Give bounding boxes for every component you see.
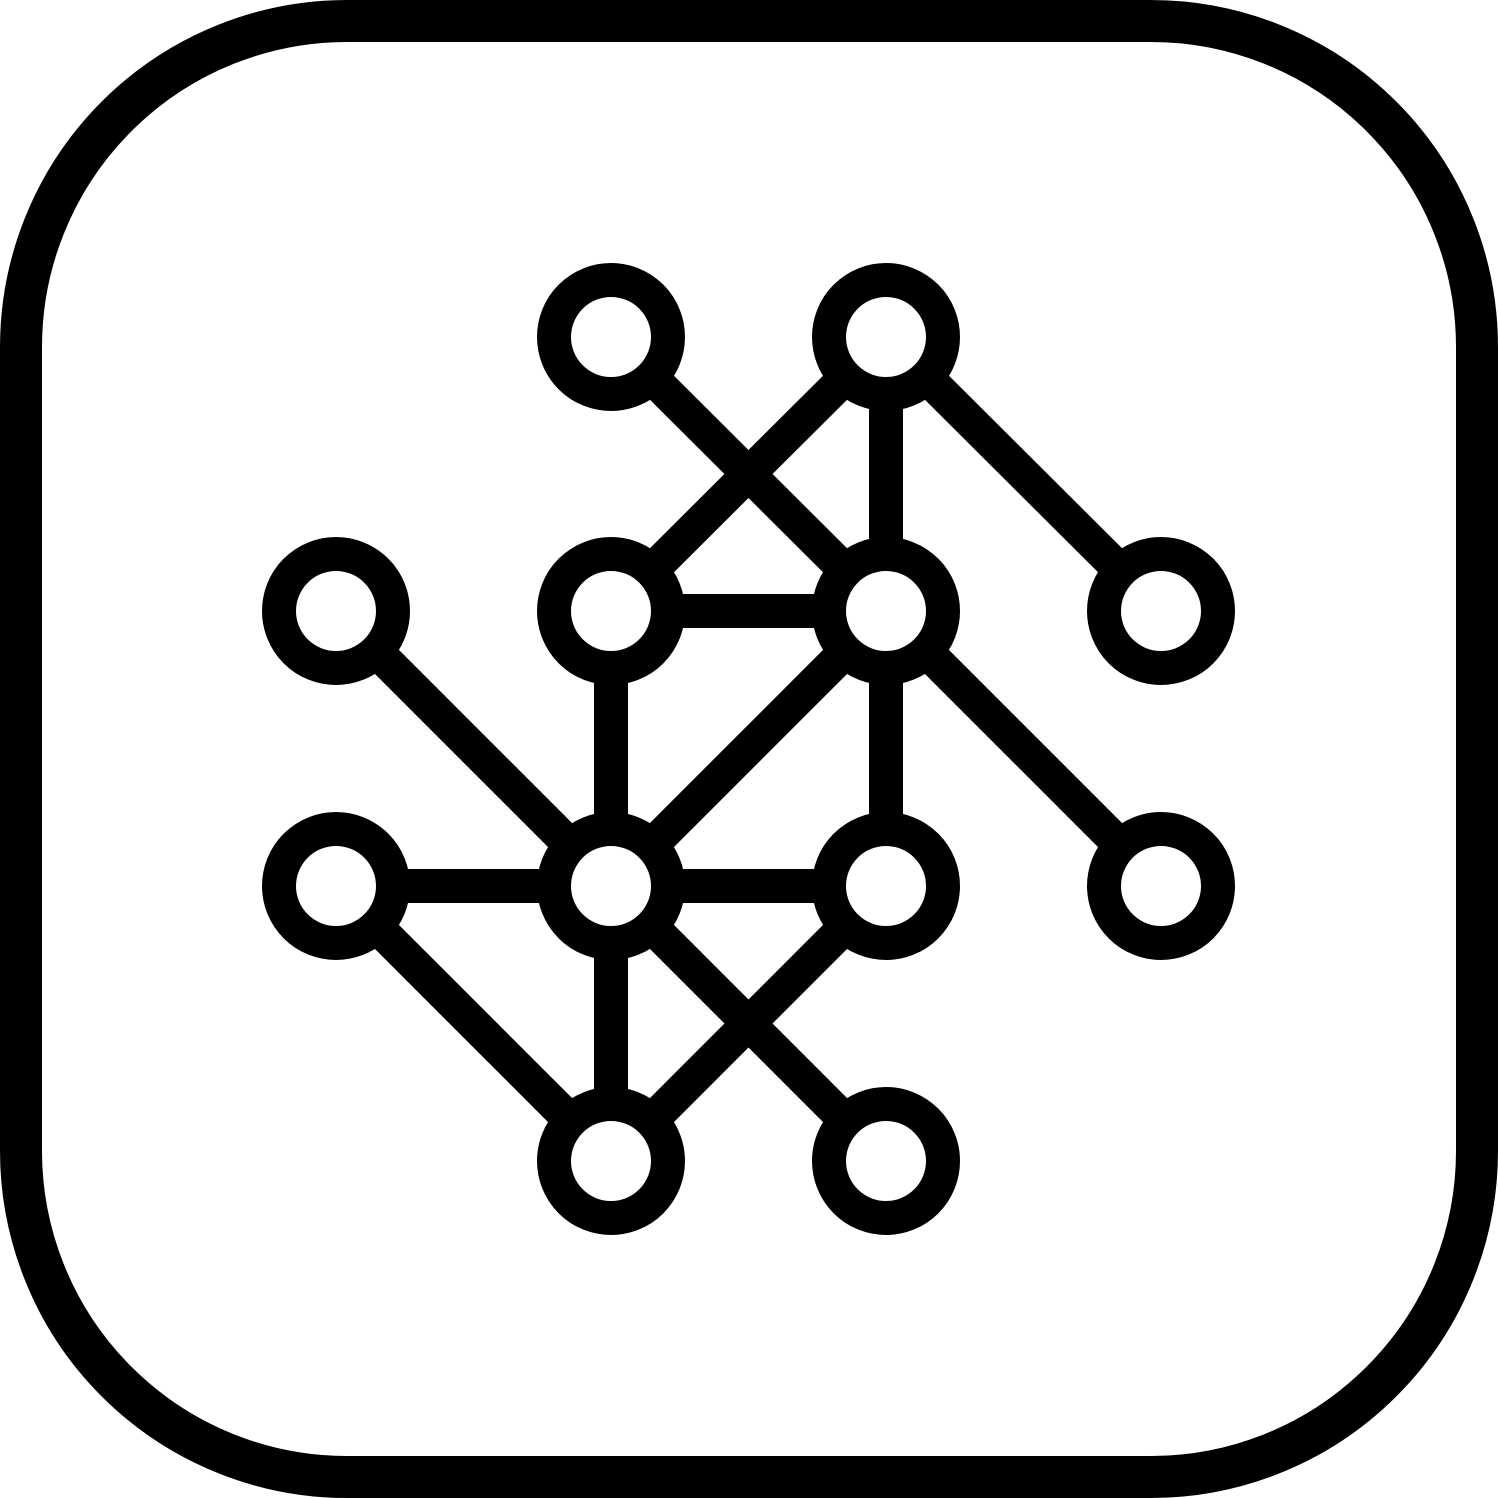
node-circle	[1087, 537, 1235, 685]
node-circle	[812, 537, 960, 685]
graph-nodes	[262, 263, 1235, 1235]
node-circle	[537, 263, 685, 411]
node-circle	[537, 812, 685, 960]
node-circle	[537, 1087, 685, 1235]
node-circle	[262, 537, 410, 685]
node-circle	[812, 1087, 960, 1235]
node-circle	[1087, 812, 1235, 960]
node-circle	[537, 537, 685, 685]
node-circle	[812, 263, 960, 411]
node-circle	[812, 812, 960, 960]
node-circle	[262, 812, 410, 960]
